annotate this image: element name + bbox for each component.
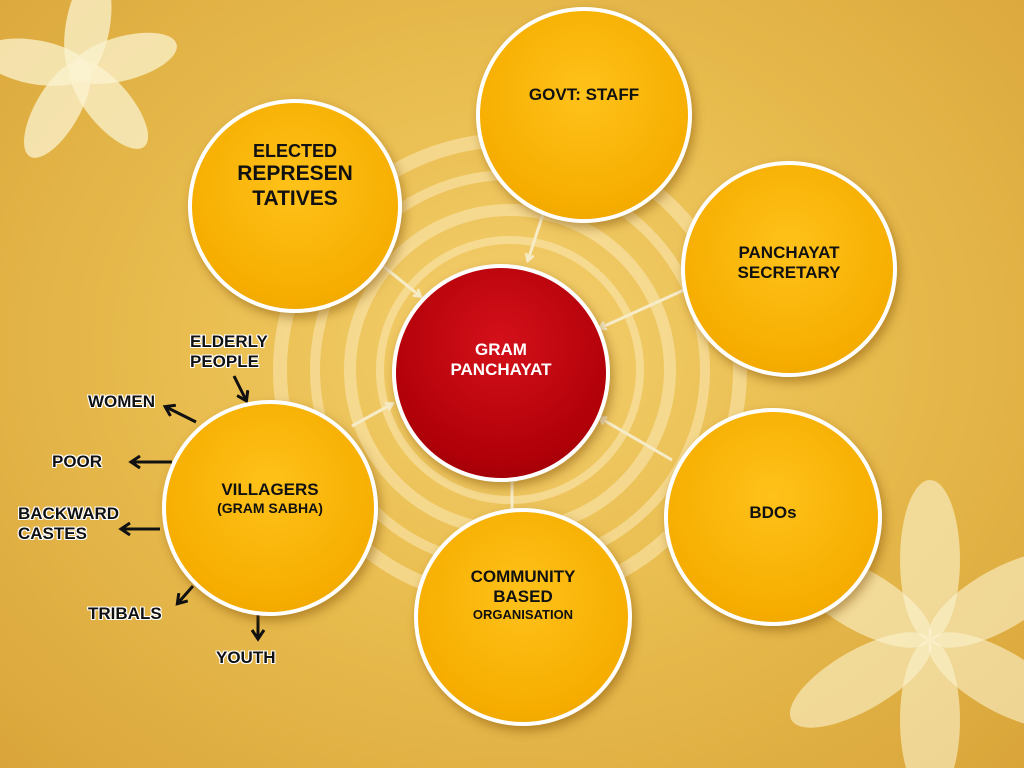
arrow-women [166,407,197,424]
node-villagers-line2: (GRAM SABHA) [217,499,323,516]
flower-bottom-right-icon [789,480,1024,768]
label-elderly-people: ELDERLY PEOPLE [190,332,268,372]
node-community-line1: COMMUNITY [470,567,576,587]
flower-top-left-icon [0,0,177,158]
node-elected-line1: ELECTED [252,140,337,161]
node-panchayat-secretary: PANCHAYAT SECRETARY [681,161,897,377]
label-youth-text: YOUTH [216,648,276,667]
label-backward-line1: BACKWARD [18,504,120,523]
node-community-line3: ORGANISATION [472,607,574,623]
node-elected-line3: TATIVES [252,186,338,210]
node-govt-staff: GOVT: STAFF [476,7,692,223]
label-tribals: TRIBALS [88,604,162,624]
arrow-elected [377,260,420,296]
label-women: WOMEN [88,392,155,412]
node-bdos: BDOs [664,408,882,626]
node-center-line2: PANCHAYAT [450,360,552,379]
label-poor-text: POOR [52,452,103,471]
arrow-bdos [600,418,673,462]
node-community-based-organisation: COMMUNITY BASED ORGANISATION [414,508,632,726]
label-women-text: WOMEN [88,392,156,411]
arrow-elderly [232,375,246,400]
arrow-villagers [351,404,392,428]
node-govt-staff-label: GOVT: STAFF [528,84,640,104]
node-bdos-label: BDOs [749,502,797,522]
node-center-line1: GRAM [475,339,527,359]
label-elderly-line2: PEOPLE [190,352,259,371]
node-villagers-line1: VILLAGERS [221,479,319,499]
label-backward-castes: BACKWARD CASTES [18,504,119,544]
label-backward-line2: CASTES [18,524,87,543]
node-elected-representatives: ELECTED REPRESEN TATIVES [188,99,402,313]
node-community-line2: BASED [493,587,553,607]
label-youth: YOUTH [216,648,276,668]
label-tribals-text: TRIBALS [88,604,162,623]
node-secretary-line1: PANCHAYAT [738,242,840,262]
arrow-govt-staff [528,207,547,260]
arrow-tribals [178,585,195,603]
node-gram-panchayat: GRAM PANCHAYAT [392,264,610,482]
arrow-secretary [600,288,685,328]
node-villagers-gram-sabha: VILLAGERS (GRAM SABHA) [162,400,378,616]
connector-arrows [351,207,685,512]
node-secretary-line2: SECRETARY [737,263,841,282]
node-elected-line2: REPRESEN [237,161,353,185]
label-poor: POOR [52,452,102,472]
label-elderly-line1: ELDERLY [190,332,268,351]
